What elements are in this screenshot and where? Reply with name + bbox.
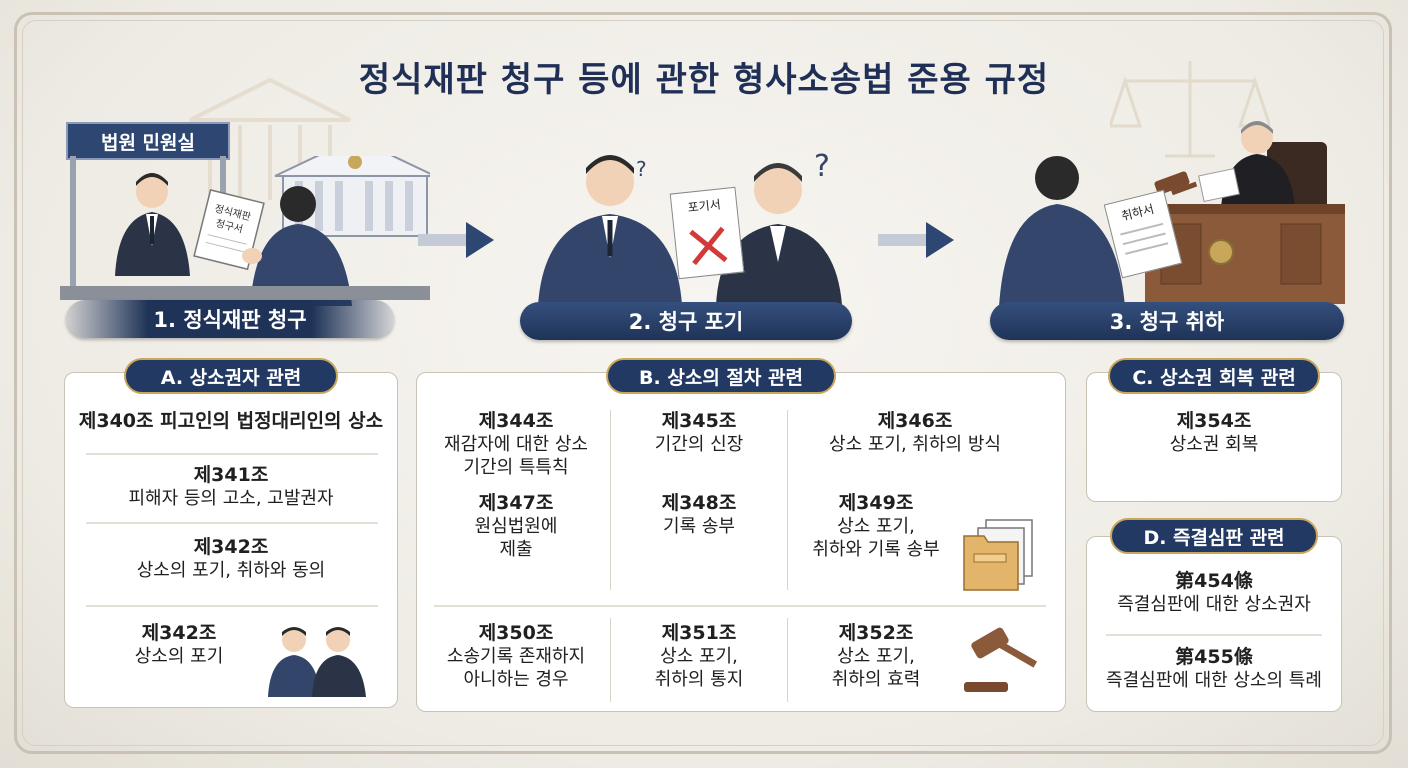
office-sign: 법원 민원실	[66, 122, 230, 160]
section-a-tag: A. 상소권자 관련	[124, 358, 338, 394]
arrow-right-icon	[418, 222, 494, 258]
item-title: 제351조	[661, 622, 737, 644]
outer-frame	[14, 12, 1392, 754]
section-b-item-348: 제348조 기록 송부	[612, 492, 786, 538]
gavel-icon	[964, 627, 1038, 692]
item-desc: 상소의 포기	[134, 646, 224, 667]
step-1-label: 1. 정식재판 청구	[153, 308, 307, 332]
section-a-item-342: 제342조 상소의 포기, 취하와 동의	[68, 536, 394, 582]
step-2-label: 2. 청구 포기	[628, 310, 744, 334]
item-title: 第454條	[1175, 570, 1253, 592]
item-desc: 기록 송부	[663, 516, 735, 537]
item-desc: 상소권 회복	[1169, 434, 1259, 455]
item-title: 제354조	[1176, 410, 1252, 432]
item-title: 제341조	[193, 464, 269, 486]
divider	[86, 605, 378, 607]
waiver-document: 포기서	[669, 186, 745, 280]
item-desc: 상소 포기,	[837, 646, 915, 667]
section-d-item-455: 第455條 즉결심판에 대한 상소의 특례	[1090, 646, 1338, 692]
item-title: 第455條	[1175, 646, 1253, 668]
item-desc: 취하의 효력	[831, 669, 921, 690]
item-desc: 상소 포기, 취하의 방식	[829, 434, 1001, 455]
arrow-right-icon	[878, 222, 954, 258]
section-b-item-352: 제352조 상소 포기, 취하의 효력	[790, 622, 962, 691]
reject-x-icon	[689, 226, 728, 266]
waiver-scene-illustration: ? ?	[538, 149, 842, 305]
section-b-item-351: 제351조 상소 포기, 취하의 통지	[612, 622, 786, 691]
divider	[610, 618, 611, 702]
section-a-item-342-waiver: 제342조 상소의 포기	[84, 622, 274, 668]
two-people-icon	[268, 627, 366, 697]
item-desc: 기간의 특특칙	[463, 457, 569, 478]
section-b-item-346: 제346조 상소 포기, 취하의 방식	[790, 410, 1040, 456]
item-desc: 취하의 통지	[654, 669, 744, 690]
item-desc: 기간의 신장	[654, 434, 744, 455]
section-d-item-454: 第454條 즉결심판에 대한 상소권자	[1090, 570, 1338, 616]
divider	[787, 410, 788, 590]
item-title: 제349조	[838, 492, 914, 514]
item-title: 제346조	[877, 410, 953, 432]
office-scene-illustration: 정식재판 청구서	[60, 156, 430, 306]
item-desc: 상소 포기,	[837, 516, 915, 537]
item-title: 제347조	[478, 492, 554, 514]
section-d-panel	[1086, 536, 1342, 712]
section-b-tag: B. 상소의 절차 관련	[606, 358, 836, 394]
step-1-formal-trial-request: 1. 정식재판 청구	[66, 300, 394, 338]
section-b-item-349: 제349조 상소 포기, 취하와 기록 송부	[790, 492, 962, 561]
folders-icon	[963, 519, 1033, 591]
inner-frame	[22, 20, 1384, 746]
item-title: 제352조	[838, 622, 914, 644]
divider	[86, 453, 378, 455]
item-desc: 상소의 포기, 취하와 동의	[136, 560, 326, 581]
svg-text:?: ?	[636, 157, 647, 181]
item-title: 제348조	[661, 492, 737, 514]
section-b-item-345: 제345조 기간의 신장	[612, 410, 786, 456]
item-title: 제344조	[478, 410, 554, 432]
item-desc: 즉결심판에 대한 상소권자	[1117, 594, 1311, 615]
item-title: 제340조 피고인의 법정대리인의 상소	[78, 410, 384, 432]
svg-text:?: ?	[814, 149, 830, 184]
section-c-tag: C. 상소권 회복 관련	[1108, 358, 1320, 394]
divider	[1106, 634, 1322, 636]
divider	[787, 618, 788, 702]
divider	[86, 522, 378, 524]
scene-court-office: 법원 민원실 정식재판 청구서	[60, 118, 430, 308]
item-title: 제345조	[661, 410, 737, 432]
page-title: 정식재판 청구 등에 관한 형사소송법 준용 규정	[358, 60, 1050, 100]
courtroom-scene-illustration	[999, 121, 1345, 307]
item-desc: 취하와 기록 송부	[812, 539, 940, 560]
item-desc: 아니하는 경우	[463, 669, 569, 690]
section-a-panel	[64, 372, 398, 708]
item-desc: 상소 포기,	[660, 646, 738, 667]
section-a-item-340: 제340조 피고인의 법정대리인의 상소	[68, 410, 394, 433]
section-d-tag: D. 즉결심판 관련	[1110, 518, 1318, 554]
step-3-request-withdrawal: 3. 청구 취하	[990, 302, 1344, 340]
section-a-item-341: 제341조 피해자 등의 고소, 고발권자	[68, 464, 394, 510]
item-desc: 원심법원에	[474, 516, 558, 537]
divider	[434, 605, 1046, 607]
section-c-item-354: 제354조 상소권 회복	[1090, 410, 1338, 456]
step-2-request-waiver: 2. 청구 포기	[520, 302, 852, 340]
divider	[610, 410, 611, 590]
item-desc: 재감자에 대한 상소	[444, 434, 588, 455]
item-title: 제342조	[141, 622, 217, 644]
item-title: 제350조	[478, 622, 554, 644]
section-b-item-344: 제344조 재감자에 대한 상소 기간의 특특칙	[424, 410, 608, 479]
section-b-item-347: 제347조 원심법원에 제출	[424, 492, 608, 561]
item-desc: 즉결심판에 대한 상소의 특례	[1106, 670, 1322, 691]
item-title: 제342조	[193, 536, 269, 558]
scales-watermark-icon	[1110, 61, 1270, 158]
section-b-item-350: 제350조 소송기록 존재하지 아니하는 경우	[424, 622, 608, 691]
item-desc: 소송기록 존재하지	[446, 646, 586, 667]
step-3-label: 3. 청구 취하	[1109, 310, 1225, 334]
item-desc: 제출	[499, 539, 533, 560]
item-desc: 피해자 등의 고소, 고발권자	[128, 488, 334, 509]
